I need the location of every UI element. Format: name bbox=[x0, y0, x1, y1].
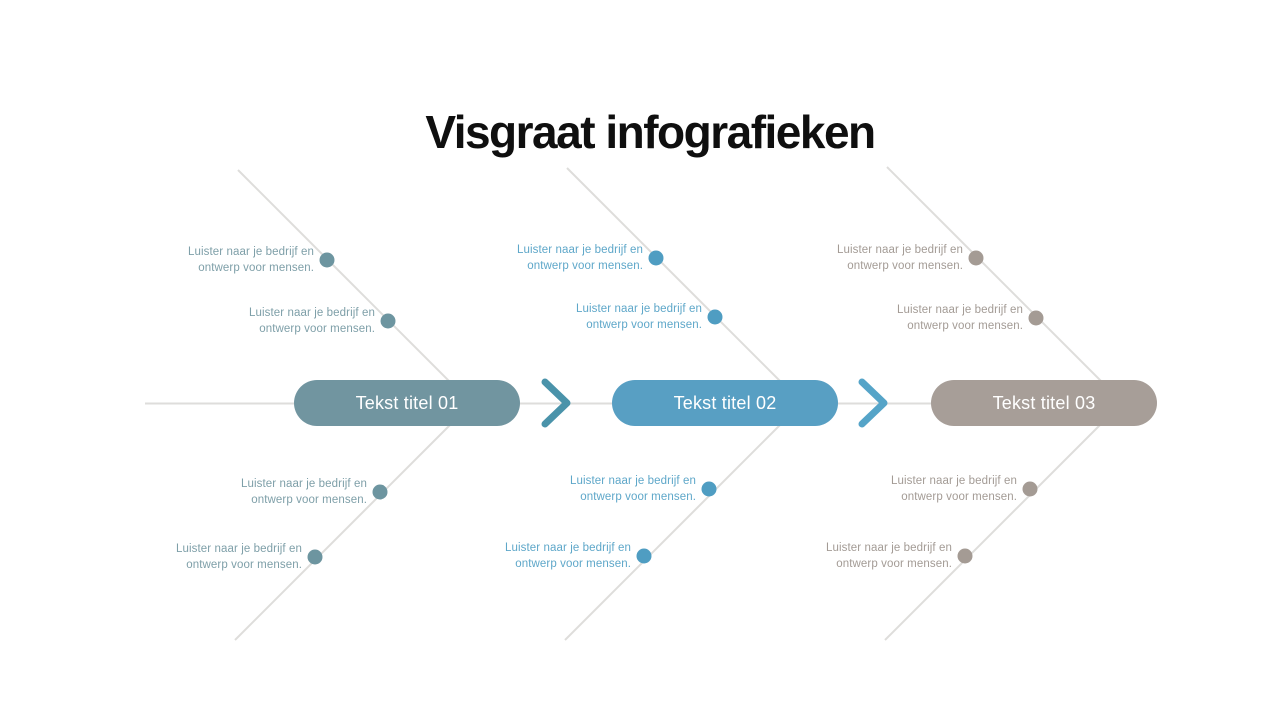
branch-dot bbox=[648, 250, 664, 266]
branch-dot bbox=[636, 548, 652, 564]
section-3-bottom-bone bbox=[884, 424, 1101, 641]
chevron-right-icon bbox=[858, 378, 888, 428]
step-pill-3-label: Tekst titel 03 bbox=[992, 392, 1096, 413]
section-2-bottom-bone bbox=[564, 424, 781, 641]
branch-label: Luister naar je bedrijf en ontwerp voor … bbox=[188, 246, 314, 274]
branch-label: Luister naar je bedrijf en ontwerp voor … bbox=[241, 478, 367, 506]
branch-label: Luister naar je bedrijf en ontwerp voor … bbox=[249, 307, 375, 335]
step-pill-2: Tekst titel 02 bbox=[612, 380, 838, 426]
branch-dot bbox=[372, 484, 388, 500]
branch-label: Luister naar je bedrijf en ontwerp voor … bbox=[576, 303, 702, 331]
step-pill-3: Tekst titel 03 bbox=[931, 380, 1157, 426]
section-1-bottom-bone bbox=[234, 424, 451, 641]
branch-label: Luister naar je bedrijf en ontwerp voor … bbox=[517, 244, 643, 272]
branch-dot bbox=[319, 252, 335, 268]
branch-label: Luister naar je bedrijf en ontwerp voor … bbox=[891, 475, 1017, 503]
branch-dot bbox=[957, 548, 973, 564]
branch-dot bbox=[1028, 310, 1044, 326]
step-pill-1: Tekst titel 01 bbox=[294, 380, 520, 426]
page-title: Visgraat infografieken bbox=[425, 105, 876, 158]
branch-label: Luister naar je bedrijf en ontwerp voor … bbox=[505, 542, 631, 570]
branch-dot bbox=[707, 309, 723, 325]
section-3-top-bone bbox=[886, 166, 1104, 384]
branch-dot bbox=[307, 549, 323, 565]
branch-label: Luister naar je bedrijf en ontwerp voor … bbox=[826, 542, 952, 570]
branch-dot bbox=[968, 250, 984, 266]
branch-label: Luister naar je bedrijf en ontwerp voor … bbox=[176, 543, 302, 571]
step-pill-1-label: Tekst titel 01 bbox=[355, 392, 459, 413]
branch-label: Luister naar je bedrijf en ontwerp voor … bbox=[897, 304, 1023, 332]
section-2-top-bone bbox=[566, 167, 784, 385]
section-1-top-bone bbox=[237, 169, 456, 388]
step-pill-2-label: Tekst titel 02 bbox=[673, 392, 777, 413]
branch-dot bbox=[1022, 481, 1038, 497]
branch-label: Luister naar je bedrijf en ontwerp voor … bbox=[837, 244, 963, 272]
branch-dot bbox=[701, 481, 717, 497]
branch-label: Luister naar je bedrijf en ontwerp voor … bbox=[570, 475, 696, 503]
chevron-right-icon bbox=[541, 378, 571, 428]
branch-dot bbox=[380, 313, 396, 329]
